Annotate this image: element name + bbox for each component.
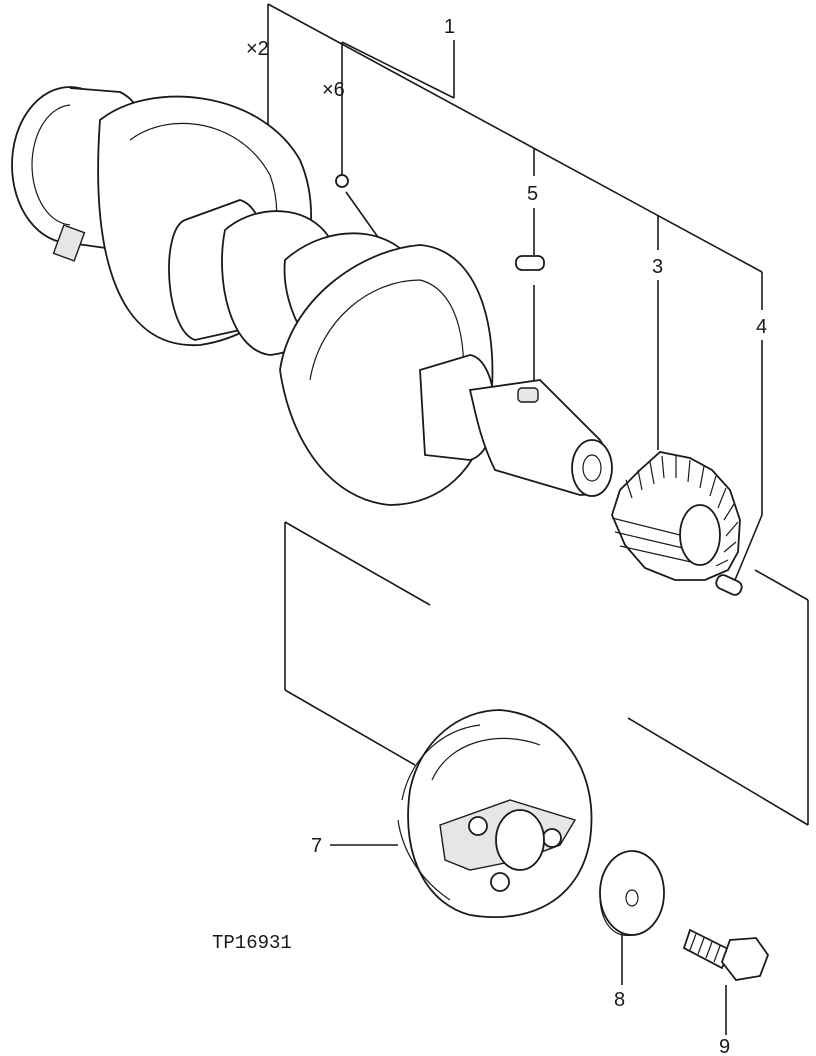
dowel-pin [715,574,743,596]
washer [599,850,665,936]
lower-bracket-lines [284,521,809,1035]
callout-7: 7 [311,835,322,857]
upper-bracket-lines [267,3,763,581]
quantity-x2: ×2 [246,38,269,60]
callout-1: 1 [444,16,455,38]
callout-5: 5 [527,183,538,205]
figure-reference: TP16931 [212,932,292,954]
callout-4: 4 [756,316,767,338]
callout-3: 3 [652,256,663,278]
crankshaft-pulley [397,709,593,919]
callout-8: 8 [614,989,625,1011]
callout-9: 9 [719,1036,730,1056]
woodruff-key [515,255,545,271]
cap-screw [682,928,770,981]
crankshaft [11,86,613,506]
crankshaft-gear [611,451,741,581]
quantity-x6: ×6 [322,79,345,101]
locator-circle [335,174,349,188]
